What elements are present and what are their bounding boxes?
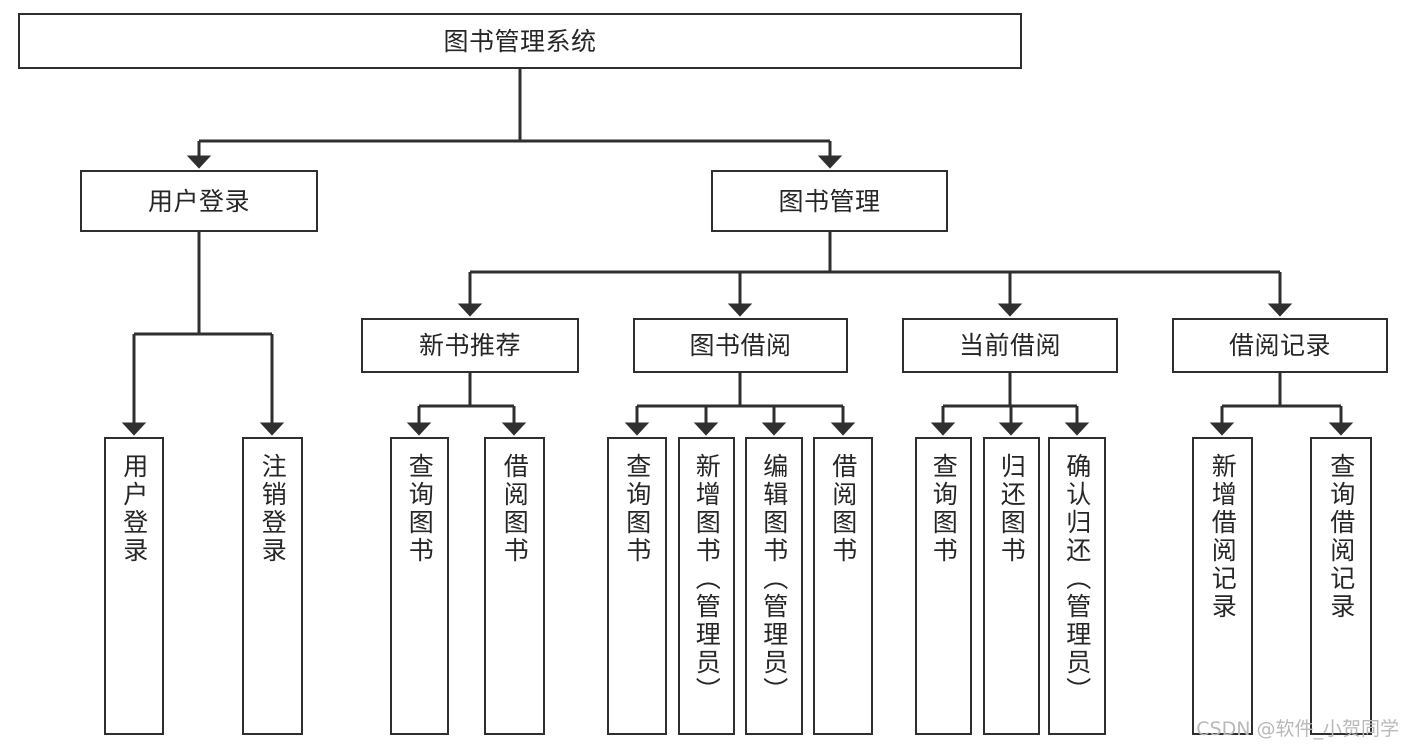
node-leaf-confirm-return-label: 确认归还（管理员） (1062, 453, 1092, 705)
node-root-label: 图书管理系统 (443, 26, 597, 56)
node-leaf-query-record-label: 查询借阅记录 (1326, 453, 1356, 621)
node-leaf-add-book-label: 新增图书（管理员） (692, 453, 722, 705)
node-leaf-query-book-2[interactable]: 查询图书 (607, 437, 667, 735)
node-borrow-records-label: 借阅记录 (1228, 331, 1331, 360)
node-leaf-borrow-book-2[interactable]: 借阅图书 (813, 437, 873, 735)
node-new-book-recommend[interactable]: 新书推荐 (361, 318, 579, 373)
node-leaf-confirm-return[interactable]: 确认归还（管理员） (1048, 437, 1106, 735)
node-leaf-add-record-label: 新增借阅记录 (1208, 453, 1238, 621)
node-leaf-user-login[interactable]: 用户登录 (104, 437, 164, 735)
node-book-management[interactable]: 图书管理 (711, 170, 948, 232)
node-book-borrow[interactable]: 图书借阅 (633, 318, 848, 373)
node-leaf-query-book-1-label: 查询图书 (405, 453, 435, 565)
node-book-borrow-label: 图书借阅 (689, 331, 792, 360)
node-leaf-borrow-book-2-label: 借阅图书 (828, 453, 858, 565)
node-book-management-label: 图书管理 (778, 186, 881, 216)
node-leaf-edit-book[interactable]: 编辑图书（管理员） (745, 437, 803, 735)
node-leaf-query-book-2-label: 查询图书 (622, 453, 652, 565)
node-leaf-return-book-label: 归还图书 (997, 453, 1027, 565)
node-root[interactable]: 图书管理系统 (18, 13, 1022, 69)
node-user-login[interactable]: 用户登录 (80, 170, 318, 232)
node-leaf-return-book[interactable]: 归还图书 (983, 437, 1040, 735)
node-leaf-query-book-1[interactable]: 查询图书 (390, 437, 449, 735)
node-current-borrow[interactable]: 当前借阅 (902, 318, 1118, 373)
node-leaf-borrow-book-1[interactable]: 借阅图书 (484, 437, 545, 735)
node-new-book-recommend-label: 新书推荐 (418, 331, 521, 360)
node-leaf-query-record[interactable]: 查询借阅记录 (1310, 437, 1372, 735)
node-leaf-edit-book-label: 编辑图书（管理员） (759, 453, 789, 705)
node-leaf-logout[interactable]: 注销登录 (242, 437, 303, 735)
node-leaf-logout-label: 注销登录 (258, 453, 288, 565)
node-leaf-borrow-book-1-label: 借阅图书 (500, 453, 530, 565)
node-leaf-add-book[interactable]: 新增图书（管理员） (678, 437, 735, 735)
node-current-borrow-label: 当前借阅 (958, 331, 1061, 360)
node-leaf-add-record[interactable]: 新增借阅记录 (1192, 437, 1253, 735)
node-leaf-query-book-3-label: 查询图书 (929, 453, 959, 565)
node-user-login-label: 用户登录 (147, 186, 250, 216)
node-borrow-records[interactable]: 借阅记录 (1172, 318, 1388, 373)
node-leaf-user-login-label: 用户登录 (119, 453, 149, 565)
node-leaf-query-book-3[interactable]: 查询图书 (915, 437, 972, 735)
